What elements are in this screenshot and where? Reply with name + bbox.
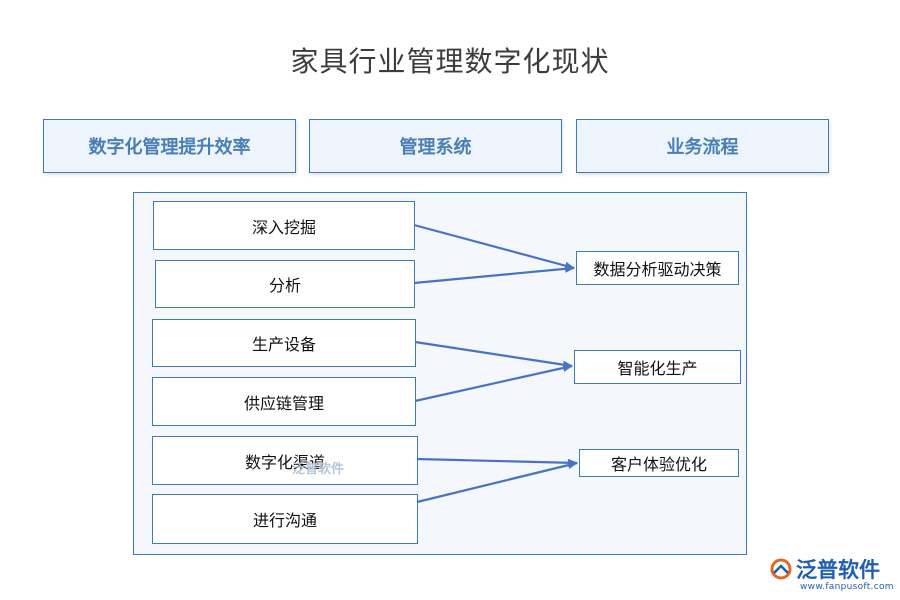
outcome-box-data-decision: 数据分析驱动决策	[576, 251, 739, 285]
logo-name: 泛普软件	[796, 558, 880, 582]
outcome-box-smart-production: 智能化生产	[574, 350, 741, 384]
input-box-production-equipment: 生产设备	[152, 319, 416, 367]
logo-mark-icon	[770, 558, 792, 580]
input-box-communication: 进行沟通	[152, 494, 418, 544]
input-box-supply-chain: 供应链管理	[152, 377, 416, 426]
input-box-digital-channel: 数字化渠道	[152, 436, 418, 485]
input-box-analysis: 分析	[155, 260, 415, 308]
diagram-title: 家具行业管理数字化现状	[290, 45, 610, 78]
category-business-process: 业务流程	[576, 119, 829, 173]
input-box-deep-mining: 深入挖掘	[153, 201, 415, 250]
watermark-text: 泛普软件	[292, 462, 345, 477]
category-digital-efficiency: 数字化管理提升效率	[43, 119, 296, 173]
category-management-system: 管理系统	[309, 119, 562, 173]
logo-url: www.fanpusoft.com	[800, 582, 894, 592]
outcome-box-customer-experience: 客户体验优化	[579, 449, 739, 477]
company-logo: 泛普软件 www.fanpusoft.com	[770, 554, 895, 594]
